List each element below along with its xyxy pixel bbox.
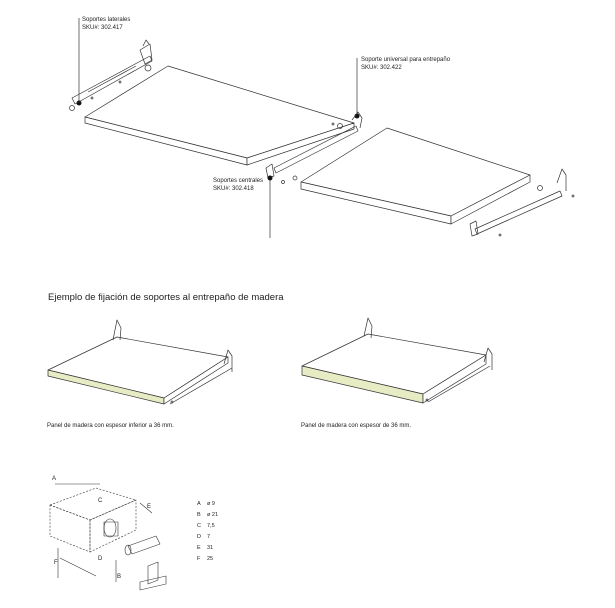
dimension-value: 7,5	[207, 523, 215, 529]
dimension-row: E 31	[197, 543, 218, 554]
caption-thin-panel: Panel de madera con espesor inferior a 3…	[47, 423, 174, 429]
center-bracket	[265, 111, 363, 184]
caption-thick-panel: Panel de madera con espesor de 36 mm.	[301, 423, 412, 429]
callout-universal: Soporte universal para entrepaño SKU#: 3…	[361, 57, 450, 72]
dimension-key: C	[197, 523, 201, 529]
dimension-value: 25	[207, 556, 214, 562]
section-heading: Ejemplo de fijación de soportes al entre…	[48, 292, 284, 303]
diagram-letter-b: B	[117, 574, 122, 580]
right-side-bracket	[469, 168, 575, 237]
left-side-bracket	[69, 39, 153, 111]
callout-universal-name: Soporte universal para entrepaño	[361, 57, 451, 63]
dimension-key: E	[197, 545, 201, 551]
callout-central-name: Soportes centrales	[213, 178, 264, 184]
example-thin-panel	[47, 319, 233, 405]
dimension-row: F 25	[197, 554, 218, 565]
example-thick-panel	[301, 317, 493, 404]
dimension-key: F	[197, 556, 201, 562]
callout-lateral: Soportes laterales SKU#: 302.417	[82, 17, 130, 32]
leader-universal	[354, 58, 360, 119]
dimension-key: D	[197, 534, 201, 540]
diagram-letter-c: C	[98, 498, 103, 504]
callout-central: Soportes centrales SKU#: 302.418	[213, 178, 263, 193]
dimension-key: B	[197, 512, 201, 518]
diagram-letter-e: E	[147, 504, 152, 510]
dimension-value: ø 9	[207, 501, 215, 507]
callout-lateral-sku: SKU#: 302.417	[82, 24, 123, 31]
dimension-detail-drawing	[49, 483, 167, 591]
diagram-letter-a: A	[52, 476, 57, 482]
dimension-key: A	[197, 501, 201, 507]
callout-central-sku: SKU#: 302.418	[213, 185, 254, 192]
right-shelf-panel	[300, 127, 531, 225]
diagram-letter-d: D	[98, 556, 103, 562]
dimension-value: 7	[207, 534, 211, 540]
diagram-letter-f: F	[54, 560, 58, 566]
callout-universal-sku: SKU#: 302.422	[361, 64, 402, 71]
dimension-value: ø 21	[207, 512, 219, 518]
leader-lateral	[76, 18, 82, 106]
dimension-row: C 7,5	[197, 521, 218, 532]
dimension-value: 31	[207, 545, 214, 551]
callout-lateral-name: Soportes laterales	[82, 17, 131, 23]
leader-central	[267, 175, 273, 238]
left-shelf-panel	[84, 65, 355, 166]
